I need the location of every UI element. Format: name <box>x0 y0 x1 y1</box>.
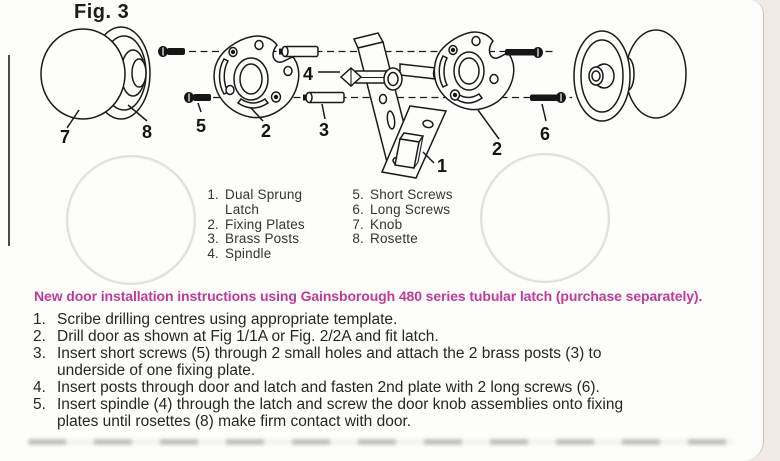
instruction-text: Scribe drilling centres using appropriat… <box>57 311 398 328</box>
instruction-number: 4. <box>33 379 46 396</box>
part-item: 5. Short Screws <box>347 187 453 203</box>
figure-label: Fig. 3 <box>74 1 130 23</box>
callout-brass-posts: 3 <box>319 120 329 140</box>
knob-leader-line <box>66 109 80 129</box>
callout-rosette: 8 <box>142 122 152 142</box>
parts-list-left: 1. Dual Sprung Latch 2. Fixing Plates 3.… <box>202 187 317 262</box>
callout-knob: 7 <box>60 127 70 147</box>
part-number: 3. <box>207 231 219 247</box>
callout-short-screws: 5 <box>196 116 206 136</box>
part-item: 6. Long Screws <box>347 201 453 218</box>
instruction-item: 1. Scribe drilling centres using appropr… <box>33 311 665 328</box>
instruction-card: Fig. 3 7 8 <box>0 0 764 461</box>
part-number: 4. <box>207 246 219 262</box>
left-fixing-plate: 2 <box>213 35 300 141</box>
part-label: Rosette <box>370 231 418 247</box>
instruction-text: Insert spindle (4) through the latch and… <box>57 396 624 430</box>
part-number: 2. <box>207 216 219 232</box>
instruction-number: 1. <box>33 311 46 328</box>
part-number: 8. <box>352 231 364 247</box>
part-number: 1. <box>207 187 219 202</box>
instruction-text: Drill door as shown at Fig 1/1A or Fig. … <box>57 328 439 345</box>
part-item: 4. Spindle <box>202 246 317 262</box>
part-number: 6. <box>352 201 364 217</box>
part-label: Knob <box>370 216 403 232</box>
die-cut-circle-right <box>480 153 610 283</box>
callout-left-plate: 2 <box>261 121 271 141</box>
part-label: Long Screws <box>370 201 451 217</box>
latch-bolt <box>394 138 420 169</box>
left-knob-assembly: 7 8 <box>40 26 152 147</box>
part-label: Dual Sprung Latch <box>225 187 303 217</box>
latch-assembly: 1 <box>352 32 448 179</box>
scan-edge-line <box>8 55 10 246</box>
knob-shape <box>40 28 126 120</box>
right-knob-assembly <box>573 29 687 122</box>
instruction-number: 2. <box>33 328 46 345</box>
callout-long-screws: 6 <box>540 124 550 144</box>
part-number: 5. <box>352 187 364 202</box>
instruction-number: 5. <box>33 396 46 413</box>
instruction-item: 3. Insert short screws (5) through 2 sma… <box>33 345 665 379</box>
right-fixing-plate: 2 <box>433 31 515 159</box>
instruction-text: Insert posts through door and latch and … <box>57 379 600 396</box>
callout-spindle: 4 <box>303 64 313 84</box>
instruction-item: 5. Insert spindle (4) through the latch … <box>33 396 665 430</box>
parts-list-right: 5. Short Screws 6. Long Screws 7. Knob 8… <box>347 187 453 247</box>
part-label: Spindle <box>225 246 272 262</box>
part-label: Fixing Plates <box>225 216 305 232</box>
part-number: 7. <box>352 216 364 232</box>
part-item: 3. Brass Posts <box>202 232 317 247</box>
part-label: Brass Posts <box>225 231 300 247</box>
long-screws: 6 <box>505 47 566 144</box>
instruction-item: 4. Insert posts through door and latch a… <box>33 379 665 396</box>
installation-heading: New door installation instructions using… <box>34 288 703 304</box>
instruction-item: 2. Drill door as shown at Fig 1/1A or Fi… <box>33 328 665 345</box>
part-item: 8. Rosette <box>347 232 453 247</box>
part-item: 2. Fixing Plates <box>202 216 317 233</box>
instruction-text: Insert short screws (5) through 2 small … <box>57 345 602 379</box>
short-screws: 5 <box>158 46 211 136</box>
right-knob-shape <box>625 29 687 119</box>
scan-smudge <box>28 439 734 445</box>
spindle: 4 <box>303 64 403 91</box>
part-item: 7. Knob <box>347 216 453 233</box>
rosette-leader-line <box>127 104 148 122</box>
instruction-number: 3. <box>33 345 46 362</box>
exploded-diagram: 7 8 5 <box>40 26 687 179</box>
callout-latch: 1 <box>437 156 447 176</box>
die-cut-circle-left <box>66 155 196 285</box>
callout-right-plate: 2 <box>492 139 502 159</box>
brass-posts: 3 <box>279 45 345 140</box>
part-item: 1. Dual Sprung Latch <box>202 187 317 218</box>
part-label: Short Screws <box>370 187 453 202</box>
instructions-list: 1. Scribe drilling centres using appropr… <box>33 311 665 430</box>
